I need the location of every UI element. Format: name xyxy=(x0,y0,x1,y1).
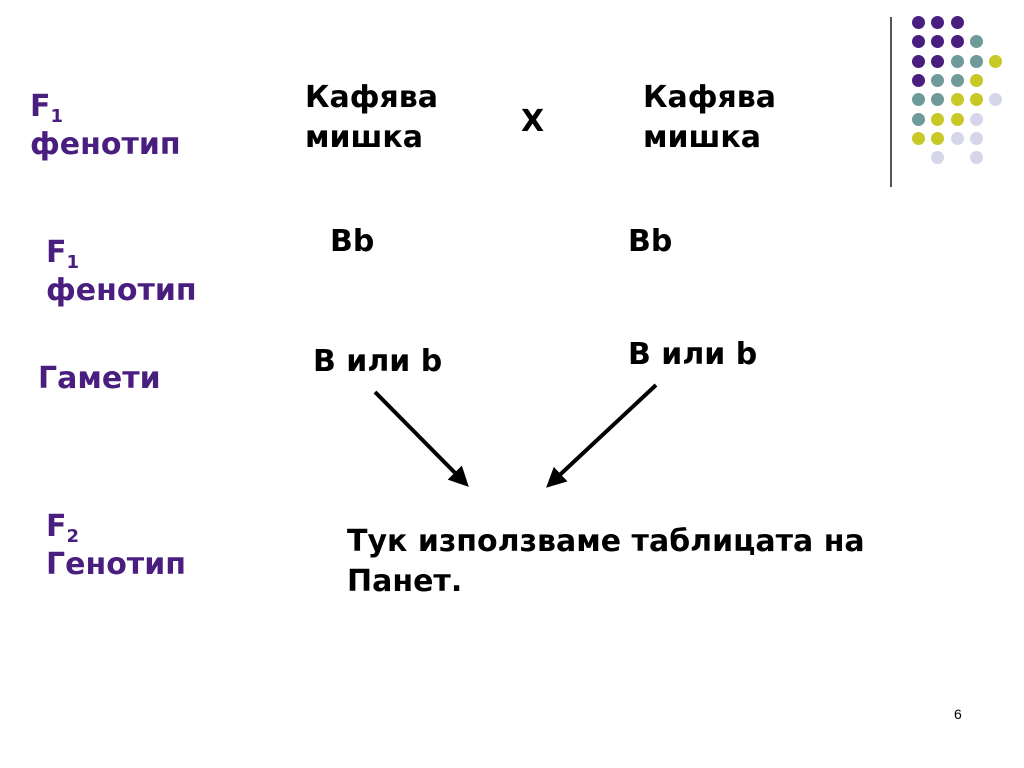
decorative-dot xyxy=(950,73,964,87)
decorative-dot xyxy=(969,54,983,68)
row1-label: F1 фенотип xyxy=(30,88,181,164)
decorative-dot xyxy=(912,35,925,49)
decorative-dot xyxy=(912,16,925,29)
decorative-dot xyxy=(969,151,983,165)
decorative-dot xyxy=(931,16,945,29)
row3-label: Гамети xyxy=(38,361,161,396)
decorative-dot xyxy=(931,151,945,165)
decorative-dot xyxy=(931,54,945,68)
right-arrow-icon xyxy=(546,383,658,488)
decorative-dot xyxy=(989,93,1003,107)
decorative-dot xyxy=(931,73,945,87)
decorative-dot xyxy=(950,93,964,107)
decorative-vertical-line xyxy=(890,17,892,187)
row4-label-subscript: 2 xyxy=(66,526,80,548)
punnett-note: Тук използваме таблицата на Панет. xyxy=(347,522,865,602)
cross-symbol: X xyxy=(521,104,545,139)
row4-label-word: Генотип xyxy=(46,547,186,582)
decorative-dot xyxy=(912,131,925,145)
decorative-dot xyxy=(969,131,983,145)
decorative-dot xyxy=(969,112,983,126)
decorative-dot xyxy=(950,112,964,126)
row1-right-line2: мишка xyxy=(643,120,762,155)
decorative-dot xyxy=(950,35,964,49)
row2-label: F1 фенотип xyxy=(46,234,197,310)
row2-label-subscript: 1 xyxy=(66,252,80,274)
row1-label-letter: F xyxy=(30,89,51,124)
page-number: 6 xyxy=(954,706,962,722)
decorative-dot xyxy=(950,54,964,68)
row1-left-line1: Кафява xyxy=(305,80,439,115)
left-arrow-icon xyxy=(373,390,469,487)
decorative-dot xyxy=(912,93,925,107)
decorative-dot xyxy=(912,112,925,126)
decorative-dot xyxy=(931,131,945,145)
decorative-dot xyxy=(969,73,983,87)
decorative-dot xyxy=(931,35,945,49)
decorative-dot xyxy=(931,93,945,107)
row2-right-genotype: Bb xyxy=(628,224,673,259)
row3-right-gametes: B или b xyxy=(628,337,758,372)
decorative-dot xyxy=(912,54,925,68)
decorative-dot xyxy=(989,54,1003,68)
row1-label-word: фенотип xyxy=(30,127,181,162)
row1-label-subscript: 1 xyxy=(50,106,64,128)
row1-left-text: Кафява мишка xyxy=(305,78,438,158)
row2-left-genotype: Bb xyxy=(330,224,375,259)
decorative-dot xyxy=(969,35,983,49)
row4-label: F2 Генотип xyxy=(46,508,186,584)
row2-label-letter: F xyxy=(46,235,67,270)
punnett-note-line2: Панет. xyxy=(347,564,463,599)
decorative-dot xyxy=(912,73,925,87)
row1-right-text: Кафява мишка xyxy=(643,78,776,158)
punnett-note-line1: Тук използваме таблицата на xyxy=(347,524,865,559)
row1-left-line2: мишка xyxy=(305,120,424,155)
decorative-dot xyxy=(931,112,945,126)
row1-right-line1: Кафява xyxy=(643,80,777,115)
row3-left-gametes: B или b xyxy=(313,344,443,379)
row4-label-letter: F xyxy=(46,509,67,544)
decorative-dot xyxy=(950,16,964,29)
row2-label-word: фенотип xyxy=(46,273,197,308)
decorative-dot xyxy=(950,131,964,145)
decorative-dot xyxy=(969,93,983,107)
